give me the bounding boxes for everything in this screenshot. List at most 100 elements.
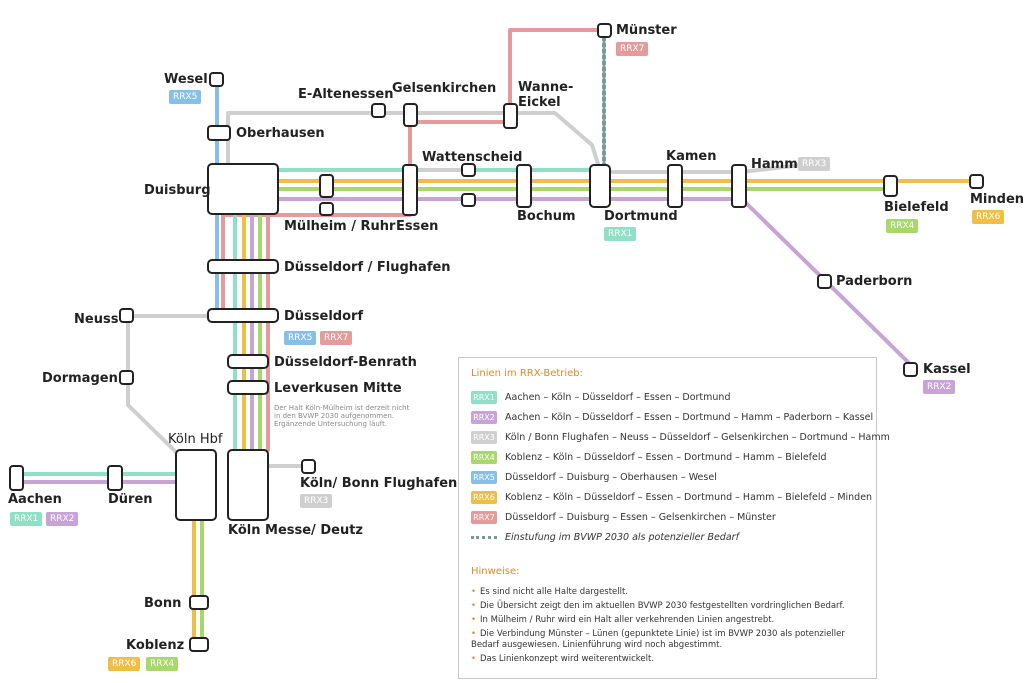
- label-essen: Essen: [396, 219, 439, 234]
- badge-duesseldorf-b: RRX7: [320, 331, 353, 345]
- station-duesseldorf: [207, 308, 279, 323]
- hint-text: Das Linienkonzept wird weiterentwickelt.: [480, 654, 655, 664]
- label-bielefeld: Bielefeld: [884, 200, 949, 215]
- legend-row-rrx3: RRX3 Köln / Bonn Flughafen – Neuss – Düss…: [471, 430, 890, 446]
- label-bochum: Bochum: [517, 209, 576, 224]
- label-duesseldorf-flughafen: Düsseldorf / Flughafen: [284, 260, 451, 275]
- station-wattenscheid-1: [461, 163, 476, 177]
- label-koeln-bonn-flughafen: Köln/ Bonn Flughafen: [300, 476, 458, 491]
- legend-badge-rrx2: RRX2: [471, 411, 497, 424]
- label-bonn: Bonn: [144, 596, 182, 611]
- label-aachen: Aachen: [8, 492, 62, 507]
- hint-item: •Die Verbindung Münster – Lünen (gepunkt…: [471, 629, 845, 650]
- label-dormagen: Dormagen: [42, 371, 118, 386]
- station-bielefeld: [883, 175, 898, 197]
- station-muelheim-1: [319, 174, 334, 198]
- badge-koeln-bonn: RRX3: [300, 494, 333, 508]
- label-duisburg: Duisburg: [144, 183, 211, 198]
- legend-text-dotted: Einstufung im BVWP 2030 als potenzieller…: [505, 532, 739, 543]
- label-neuss: Neuss: [74, 312, 119, 327]
- station-dortmund: [589, 164, 611, 208]
- legend-row-rrx1: RRX1 Aachen – Köln – Düsseldorf – Essen –…: [471, 390, 730, 406]
- label-wanne-eickel-2: Eickel: [518, 95, 561, 110]
- station-dueren: [107, 465, 123, 491]
- legend-badge-rrx1: RRX1: [471, 391, 497, 404]
- label-dueren: Düren: [108, 492, 153, 507]
- station-koblenz: [189, 637, 209, 652]
- badge-wesel: RRX5: [169, 90, 202, 104]
- badge-dortmund: RRX1: [604, 227, 637, 241]
- badge-koblenz-b: RRX4: [146, 657, 179, 671]
- legend-row-rrx6: RRX6 Koblenz – Köln – Düsseldorf – Essen …: [471, 490, 872, 506]
- badge-hamm: RRX3: [798, 157, 831, 171]
- station-oberhausen: [207, 125, 231, 141]
- label-kassel: Kassel: [923, 362, 971, 377]
- station-koeln-bonn-flughafen: [301, 459, 316, 474]
- station-essen: [402, 164, 418, 216]
- legend-badge-rrx3: RRX3: [471, 431, 497, 444]
- legend-row-dotted: Einstufung im BVWP 2030 als potenzieller…: [471, 530, 739, 546]
- station-kassel: [903, 362, 918, 377]
- label-gelsenkirchen: Gelsenkirchen: [392, 81, 497, 96]
- station-leverkusen-mitte: [227, 380, 269, 395]
- label-e-altenessen: E-Altenessen: [298, 87, 394, 102]
- label-leverkusen-mitte: Leverkusen Mitte: [274, 381, 402, 396]
- label-duesseldorf-benrath: Düsseldorf-Benrath: [274, 355, 417, 370]
- legend-text-rrx3: Köln / Bonn Flughafen – Neuss – Düsseldo…: [505, 432, 890, 443]
- station-duesseldorf-flughafen: [207, 259, 279, 274]
- hint-item: •Die Übersicht zeigt den im aktuellen BV…: [471, 601, 845, 611]
- label-muenster: Münster: [616, 23, 677, 38]
- badge-minden: RRX6: [972, 210, 1005, 224]
- legend-badge-rrx4: RRX4: [471, 451, 497, 464]
- badge-aachen-a: RRX1: [10, 512, 43, 526]
- station-wanne-eickel: [503, 103, 518, 129]
- legend-badge-rrx6: RRX6: [471, 491, 497, 504]
- badge-kassel: RRX2: [923, 380, 956, 394]
- label-wanne-eickel-1: Wanne-: [518, 80, 574, 95]
- station-bonn: [189, 595, 209, 610]
- legend-badge-rrx7: RRX7: [471, 511, 497, 524]
- label-koblenz: Koblenz: [126, 638, 185, 653]
- legend-dotted-swatch: [471, 536, 497, 539]
- station-aachen: [9, 465, 24, 491]
- legend-text-rrx2: Aachen – Köln – Düsseldorf – Essen – Dor…: [505, 412, 874, 423]
- badge-bielefeld: RRX4: [886, 219, 919, 233]
- label-dortmund: Dortmund: [604, 209, 678, 224]
- station-koeln-messe: [227, 449, 269, 521]
- label-wesel: Wesel: [164, 72, 208, 87]
- label-oberhausen: Oberhausen: [236, 126, 325, 141]
- badge-muenster: RRX7: [616, 42, 649, 56]
- station-muelheim-2: [319, 202, 334, 216]
- label-hamm: Hamm: [751, 157, 798, 172]
- legend-text-rrx7: Düsseldorf – Duisburg – Essen – Gelsenki…: [505, 512, 776, 523]
- label-duesseldorf: Düsseldorf: [284, 309, 364, 324]
- badge-aachen-b: RRX2: [46, 512, 79, 526]
- hint-text: Es sind nicht alle Halte dargestellt.: [480, 587, 629, 597]
- station-dormagen: [119, 370, 134, 385]
- label-koeln-hbf: Köln Hbf: [168, 432, 223, 447]
- legend-row-rrx2: RRX2 Aachen – Köln – Düsseldorf – Essen –…: [471, 410, 873, 426]
- station-neuss: [119, 308, 134, 323]
- legend-text-rrx1: Aachen – Köln – Düsseldorf – Essen – Dor…: [505, 392, 731, 403]
- station-muenster: [597, 23, 612, 38]
- label-kamen: Kamen: [666, 149, 717, 164]
- station-duesseldorf-benrath: [227, 354, 269, 369]
- label-muelheim: Mülheim / Ruhr: [284, 219, 396, 234]
- label-wattenscheid: Wattenscheid: [422, 150, 523, 165]
- station-bochum: [516, 164, 532, 208]
- station-wattenscheid-2: [461, 193, 476, 207]
- badge-koblenz-a: RRX6: [108, 657, 141, 671]
- line-rrx3-neuss: [126, 314, 214, 454]
- legend-text-rrx6: Koblenz – Köln – Düsseldorf – Essen – Do…: [505, 492, 873, 503]
- hint-text: In Mülheim / Ruhr wird ein Halt aller ve…: [480, 615, 775, 625]
- hint-text: Die Verbindung Münster – Lünen (gepunkte…: [471, 629, 845, 650]
- hint-item: •In Mülheim / Ruhr wird ein Halt aller v…: [471, 615, 775, 625]
- station-e-altenessen: [371, 103, 386, 118]
- legend-text-rrx5: Düsseldorf – Duisburg – Oberhausen – Wes…: [505, 472, 717, 483]
- station-hamm: [731, 164, 747, 208]
- station-wesel: [209, 72, 224, 87]
- station-kamen: [667, 164, 683, 208]
